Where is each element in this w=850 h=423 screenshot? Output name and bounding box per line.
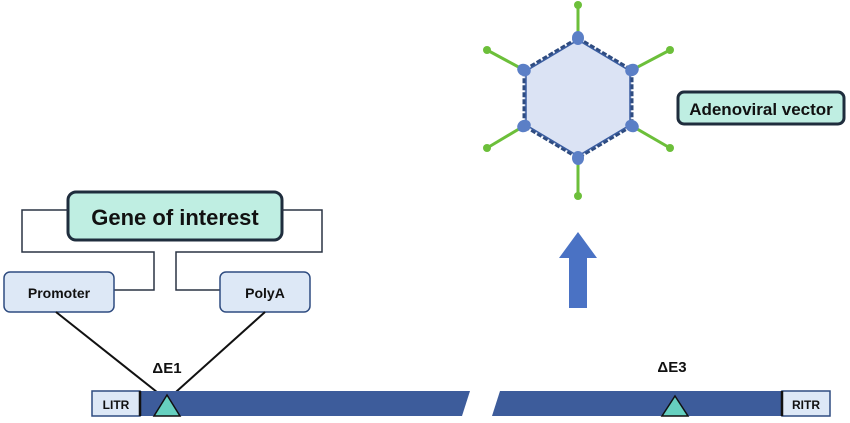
triangle-marker-icon — [152, 393, 182, 417]
adenovirus-capsid-icon — [483, 1, 674, 200]
polya-text: PolyA — [245, 285, 285, 301]
insertion-lines — [55, 311, 266, 401]
capsid-hexagon — [522, 36, 634, 160]
delta-e1-label: ΔE1 — [152, 360, 181, 377]
ritr-label: RITR — [792, 398, 820, 412]
delta-e3-triangle-marker-icon — [660, 394, 690, 417]
genome-bar-left: LITR — [91, 390, 470, 417]
gene-of-interest-label: Gene of interest — [66, 190, 284, 242]
fiber-knobs — [483, 1, 674, 200]
penton-bases — [517, 31, 639, 165]
genome-bar-right: RITR — [492, 390, 831, 417]
polya-box: PolyA — [219, 271, 311, 313]
adenoviral-vector-text: Adenoviral vector — [689, 100, 833, 119]
delta-e3-label: ΔE3 — [657, 359, 686, 376]
litr-label: LITR — [103, 398, 130, 412]
promoter-box: Promoter — [3, 271, 115, 313]
promoter-text: Promoter — [28, 285, 91, 301]
up-arrow-icon — [559, 232, 597, 308]
bracket-connectors — [21, 209, 323, 291]
gene-of-interest-text: Gene of interest — [91, 205, 259, 230]
adenoviral-vector-label: Adenoviral vector — [676, 90, 846, 126]
